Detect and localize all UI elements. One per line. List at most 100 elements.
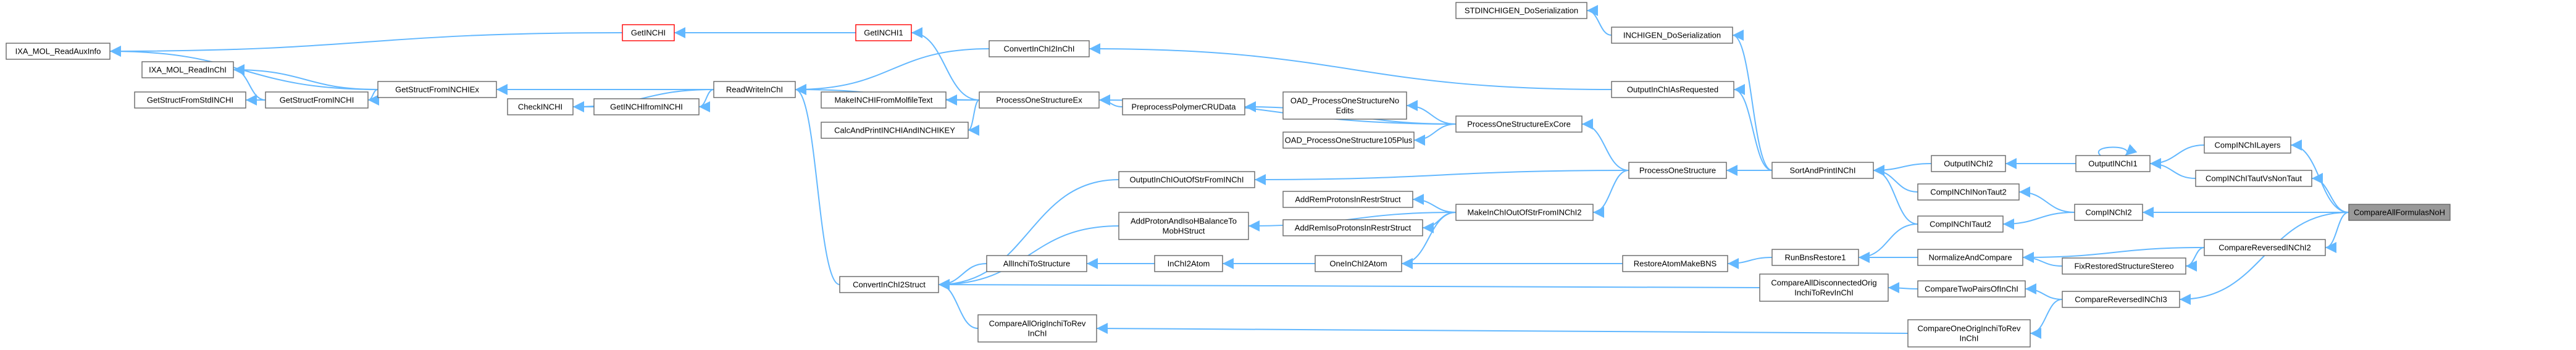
node-outputinchiasrequested[interactable]: OutputInChIAsRequested [1611,81,1734,98]
node-label: GetINCHI1 [864,28,903,38]
node-outputinchioutofstrfrominchi[interactable]: OutputInChIOutOfStrFromINChI [1118,171,1255,188]
node-box [1315,255,1402,272]
node-oneinchi2atom[interactable]: OneInChI2Atom [1315,255,1402,272]
node-getinchi[interactable]: GetINCHI [622,24,675,41]
node-label: InChI [1027,329,1047,338]
node-ixa-mol-readauxinfo[interactable]: IXA_MOL_ReadAuxInfo [6,43,111,60]
node-comparereversedinchi2[interactable]: CompareReversedINChI2 [2204,239,2326,256]
call-edge [1873,163,1932,176]
node-comparereversedinchi3[interactable]: CompareReversedINChI3 [2062,291,2180,308]
node-box [1628,162,1727,179]
node-label: OneInChI2Atom [1329,259,1387,269]
node-box [979,91,1100,109]
node-convertinchi2inchi[interactable]: ConvertInChI2InChI [989,40,1090,57]
node-label: GetINCHIfromINCHI [610,102,683,112]
node-box [1622,255,1728,272]
node-addremisoprotonsinrestrstruct[interactable]: AddRemIsoProtonsInRestrStruct [1282,219,1423,236]
call-edge [1873,165,1918,193]
call-edge [1858,223,1918,263]
node-label: GetStructFromINCHI [280,96,354,105]
node-comparealldisconnectedoriginchitorevinchi[interactable]: CompareAllDisconnectedOrigInchiToRevInCh… [1759,273,1889,302]
node-box [265,91,369,109]
call-edge [2022,252,2063,267]
call-edge [1254,170,1629,185]
call-edge [1096,323,1909,335]
node-box [1917,280,2026,298]
call-edge [2025,283,2063,300]
node-normalizeandcompare[interactable]: NormalizeAndCompare [1917,249,2023,266]
node-label: CompareReversedINChI2 [2218,243,2311,252]
node-makeinchioutofstrfrominchi2[interactable]: MakeInChIOutOfStrFromINChI2 [1455,204,1594,221]
node-fixrestoredstructurestereo[interactable]: FixRestoredStructureStereo [2062,257,2186,275]
call-edge [109,32,623,57]
call-edge [233,64,266,101]
node-box [6,43,111,60]
node-stdinchigen-doserialization[interactable]: STDINCHIGEN_DoSerialization [1455,2,1587,19]
call-edge [1727,257,1773,269]
call-edge [1873,165,1918,225]
node-inchi2atom[interactable]: InChI2Atom [1154,255,1223,272]
node-processonestructure[interactable]: ProcessOneStructure [1628,162,1727,179]
node-getstructfrominchi[interactable]: GetStructFromINCHI [265,91,369,109]
node-box [2348,204,2451,221]
node-label: PreprocessPolymerCRUData [1131,102,1236,112]
node-comparetwopairsofinchi[interactable]: CompareTwoPairsOfInChI [1917,280,2026,298]
node-compinchitautvsnontaut[interactable]: CompINChITautVsNonTaut [2195,170,2312,187]
node-addremprotonsinrestrstruct[interactable]: AddRemProtonsInRestrStruct [1282,191,1413,208]
node-checkinchi[interactable]: CheckINCHI [507,98,574,115]
node-preprocesspolymercrudata[interactable]: PreprocessPolymerCRUData [1122,98,1245,115]
node-box [1917,249,2023,266]
node-processonestructureex[interactable]: ProcessOneStructureEx [979,91,1100,109]
node-label: CompareOneOrigInchiToRev [1918,324,2021,333]
call-edge [367,89,380,106]
node-runbnsrestore1[interactable]: RunBnsRestore1 [1771,249,1859,266]
node-calcandprintinchiandinchikey[interactable]: CalcAndPrintINCHIAndINCHIKEY [821,122,969,139]
node-compinchinontaut2[interactable]: CompINChINonTaut2 [1917,183,2020,201]
node-ixa-mol-readinchi[interactable]: IXA_MOL_ReadInChI [141,61,234,78]
node-box [977,314,1097,343]
node-label: CalcAndPrintINCHIAndINCHIKEY [834,126,955,135]
node-label: CompareReversedINChI3 [2075,295,2167,304]
node-compareallformulasnoh[interactable]: CompareAllFormulasNoH [2348,204,2451,221]
node-label: OutputINChI2 [1944,159,1993,169]
node-processonestructureexcore[interactable]: ProcessOneStructureExCore [1455,115,1583,133]
node-getinchi1[interactable]: GetINCHI1 [855,24,912,41]
node-readwriteinchi[interactable]: ReadWriteInChI [713,81,796,98]
node-compinchilayers[interactable]: CompINChILayers [2204,136,2291,154]
node-outputinchi2[interactable]: OutputINChI2 [1931,155,2006,172]
node-label: CompareAllFormulasNoH [2354,208,2445,217]
node-makeinchifrommolfiletext[interactable]: MakeINCHIFromMolfileText [821,91,947,109]
node-getinchifrominchi[interactable]: GetINCHIfromINCHI [593,98,700,115]
call-edge [698,89,714,112]
node-label: ConvertInChI2Struct [853,280,926,290]
node-compinchi2[interactable]: CompINChI2 [2074,204,2143,221]
node-label: AllInchiToStructure [1003,259,1070,269]
call-edge [2018,186,2075,213]
node-label: InchiToRevInChI [1794,288,1853,298]
call-edge [2002,212,2075,230]
node-sortandprintinchi[interactable]: SortAndPrintINChI [1771,162,1874,179]
node-convertinchi2struct[interactable]: ConvertInChI2Struct [839,276,939,293]
node-oad-processonestructure105plus[interactable]: OAD_ProcessOneStructure105Plus [1282,131,1415,149]
node-box [1154,255,1223,272]
node-compinchitaut2[interactable]: CompINChITaut2 [1917,215,2004,233]
call-edge [1581,119,1629,171]
node-box [1122,98,1245,115]
node-getstructfromstdinchi[interactable]: GetStructFromStdINCHI [134,91,246,109]
node-getstructfrominchiex[interactable]: GetStructFromINCHIEx [377,81,497,98]
node-box [134,91,246,109]
node-label: GetINCHI [631,28,666,38]
node-restoreatommakebns[interactable]: RestoreAtomMakeBNS [1622,255,1728,272]
call-edge [795,48,990,95]
node-label: ProcessOneStructure [1639,166,1716,175]
node-inchigen-doserialization[interactable]: INCHIGEN_DoSerialization [1611,27,1733,44]
node-allinchitostructure[interactable]: AllInchiToStructure [986,255,1087,272]
node-label: AddRemIsoProtonsInRestrStruct [1295,223,1411,233]
node-outputinchi1[interactable]: OutputINChI1 [2075,155,2151,172]
